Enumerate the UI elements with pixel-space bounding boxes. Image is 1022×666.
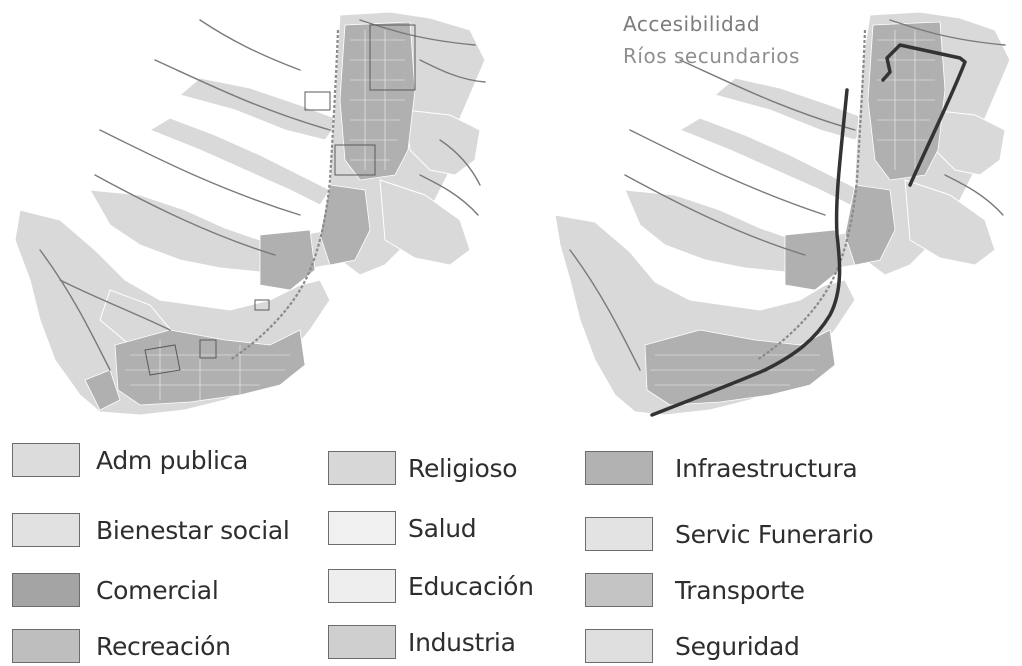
- legend-swatch: [585, 517, 653, 551]
- legend-label: Educación: [408, 571, 534, 601]
- map-legend-secondary-rivers: Ríos secundarios: [623, 44, 800, 68]
- map-legend-accessibility: Accesibilidad: [623, 12, 761, 36]
- legend-swatch: [12, 443, 80, 477]
- legend-item: Bienestar social: [12, 510, 290, 550]
- legend-item: Industria: [328, 622, 516, 662]
- legend-item: Recreación: [12, 626, 231, 666]
- legend-label: Transporte: [675, 575, 805, 605]
- legend-item: Seguridad: [585, 626, 800, 666]
- legend-item: Religioso: [328, 448, 518, 488]
- facility-outlines: [144, 24, 416, 376]
- secondary-rivers: [569, 19, 1006, 371]
- legend-label: Bienestar social: [96, 515, 290, 545]
- legend-swatch: [12, 629, 80, 663]
- secondary-rivers: [39, 19, 486, 371]
- legend-item: Adm publica: [12, 440, 248, 480]
- legend-label: Adm publica: [96, 445, 249, 475]
- legend-label: Salud: [408, 513, 477, 543]
- land-use-map-left: [14, 11, 486, 416]
- legend-item: Servic Funerario: [585, 514, 874, 554]
- legend-swatch: [585, 629, 653, 663]
- urban-core: [84, 21, 416, 411]
- legend-swatch: [328, 569, 396, 603]
- legend-label: Industria: [408, 627, 516, 657]
- legend-label: Infraestructura: [675, 453, 858, 483]
- legend-label: Religioso: [408, 453, 518, 483]
- legend-swatch: [585, 451, 653, 485]
- legend-label: Servic Funerario: [675, 519, 874, 549]
- legend-swatch: [328, 511, 396, 545]
- legend-swatch: [12, 573, 80, 607]
- main-river: [229, 29, 340, 361]
- legend-item: Educación: [328, 566, 534, 606]
- legend-item: Salud: [328, 508, 477, 548]
- legend-label: Recreación: [96, 631, 231, 661]
- legend-swatch: [328, 625, 396, 659]
- legend-swatch: [585, 573, 653, 607]
- legend-item: Transporte: [585, 570, 805, 610]
- legend-item: Comercial: [12, 570, 219, 610]
- accessibility-map-right: [555, 11, 1011, 417]
- legend-swatch: [12, 513, 80, 547]
- legend-label: Comercial: [96, 575, 219, 605]
- land-use-legend: Adm publica Bienestar social Comercial R…: [0, 430, 1022, 663]
- legend-label: Seguridad: [675, 631, 800, 661]
- main-river: [756, 29, 867, 361]
- accessibility-roads: [650, 43, 967, 417]
- urban-core: [644, 21, 946, 406]
- legend-item: Infraestructura: [585, 448, 858, 488]
- legend-swatch: [328, 451, 396, 485]
